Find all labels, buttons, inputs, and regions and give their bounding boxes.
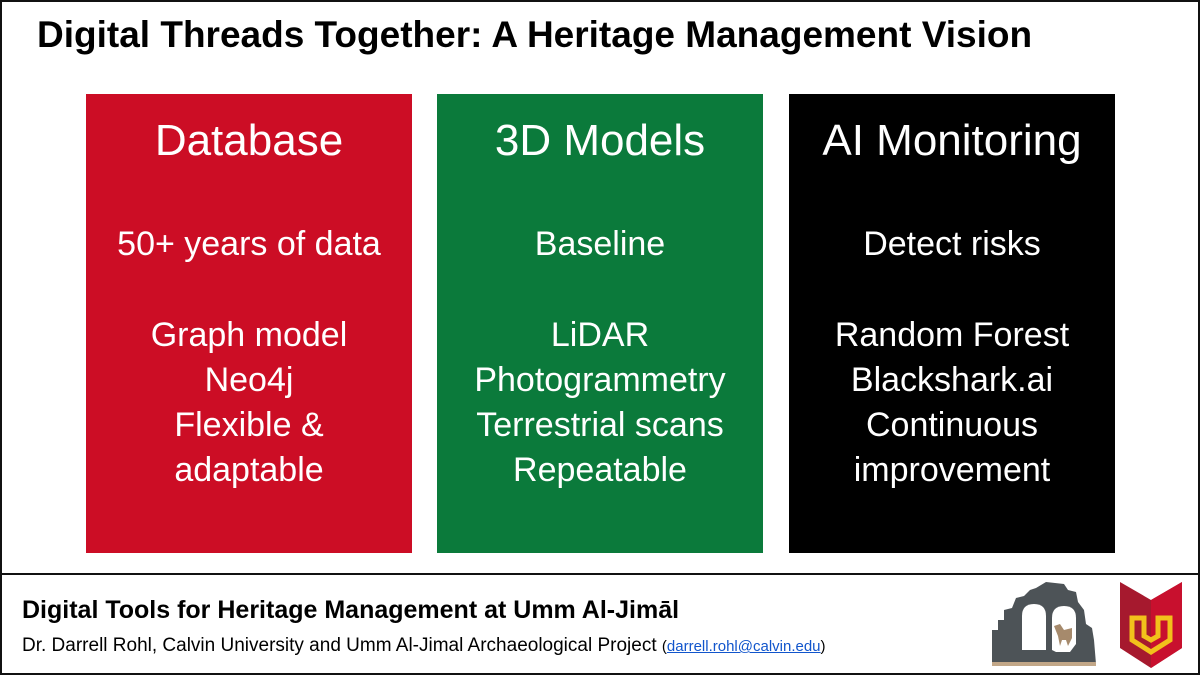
footer-divider	[0, 573, 1200, 575]
list-item: Terrestrial scans	[476, 406, 724, 444]
list-item: Photogrammetry	[474, 361, 726, 399]
column-subtitle: Baseline	[534, 225, 666, 263]
paren-close: )	[820, 638, 826, 655]
column-heading: Database	[154, 116, 344, 165]
list-item: Graph model	[150, 316, 348, 354]
column-3d-models: 3D Models Baseline LiDAR Photogrammetry …	[437, 94, 763, 553]
column-list: Graph model Neo4j Flexible & adaptable	[86, 313, 412, 493]
column-heading: 3D Models	[494, 116, 706, 165]
column-ai-monitoring: AI Monitoring Detect risks Random Forest…	[789, 94, 1115, 553]
list-item: LiDAR	[550, 316, 650, 354]
list-item: Blackshark.ai	[850, 361, 1054, 399]
paren-open: (	[661, 638, 667, 655]
list-item: Flexible &	[174, 406, 324, 444]
footer-subtitle: Dr. Darrell Rohl, Calvin University and …	[22, 635, 826, 657]
column-subtitle: Detect risks	[863, 225, 1041, 263]
column-database: Database 50+ years of data Graph model N…	[86, 94, 412, 553]
column-subtitle: 50+ years of data	[117, 225, 381, 263]
footer-title: Digital Tools for Heritage Management at…	[22, 596, 680, 624]
column-heading: AI Monitoring	[822, 116, 1082, 165]
slide-title: Digital Threads Together: A Heritage Man…	[37, 14, 1033, 55]
calvin-university-logo	[1120, 582, 1182, 668]
list-item: adaptable	[174, 451, 324, 489]
column-list: LiDAR Photogrammetry Terrestrial scans R…	[437, 313, 763, 493]
author-line: Dr. Darrell Rohl, Calvin University and …	[22, 635, 657, 656]
email-link[interactable]: darrell.rohl@calvin.edu	[666, 638, 821, 655]
list-item: Neo4j	[204, 361, 294, 399]
list-item: Random Forest	[834, 316, 1070, 354]
list-item: improvement	[853, 451, 1051, 489]
list-item: Continuous	[865, 406, 1038, 444]
list-item: Repeatable	[513, 451, 687, 489]
column-list: Random Forest Blackshark.ai Continuous i…	[789, 313, 1115, 493]
umm-al-jimal-logo	[992, 582, 1096, 666]
